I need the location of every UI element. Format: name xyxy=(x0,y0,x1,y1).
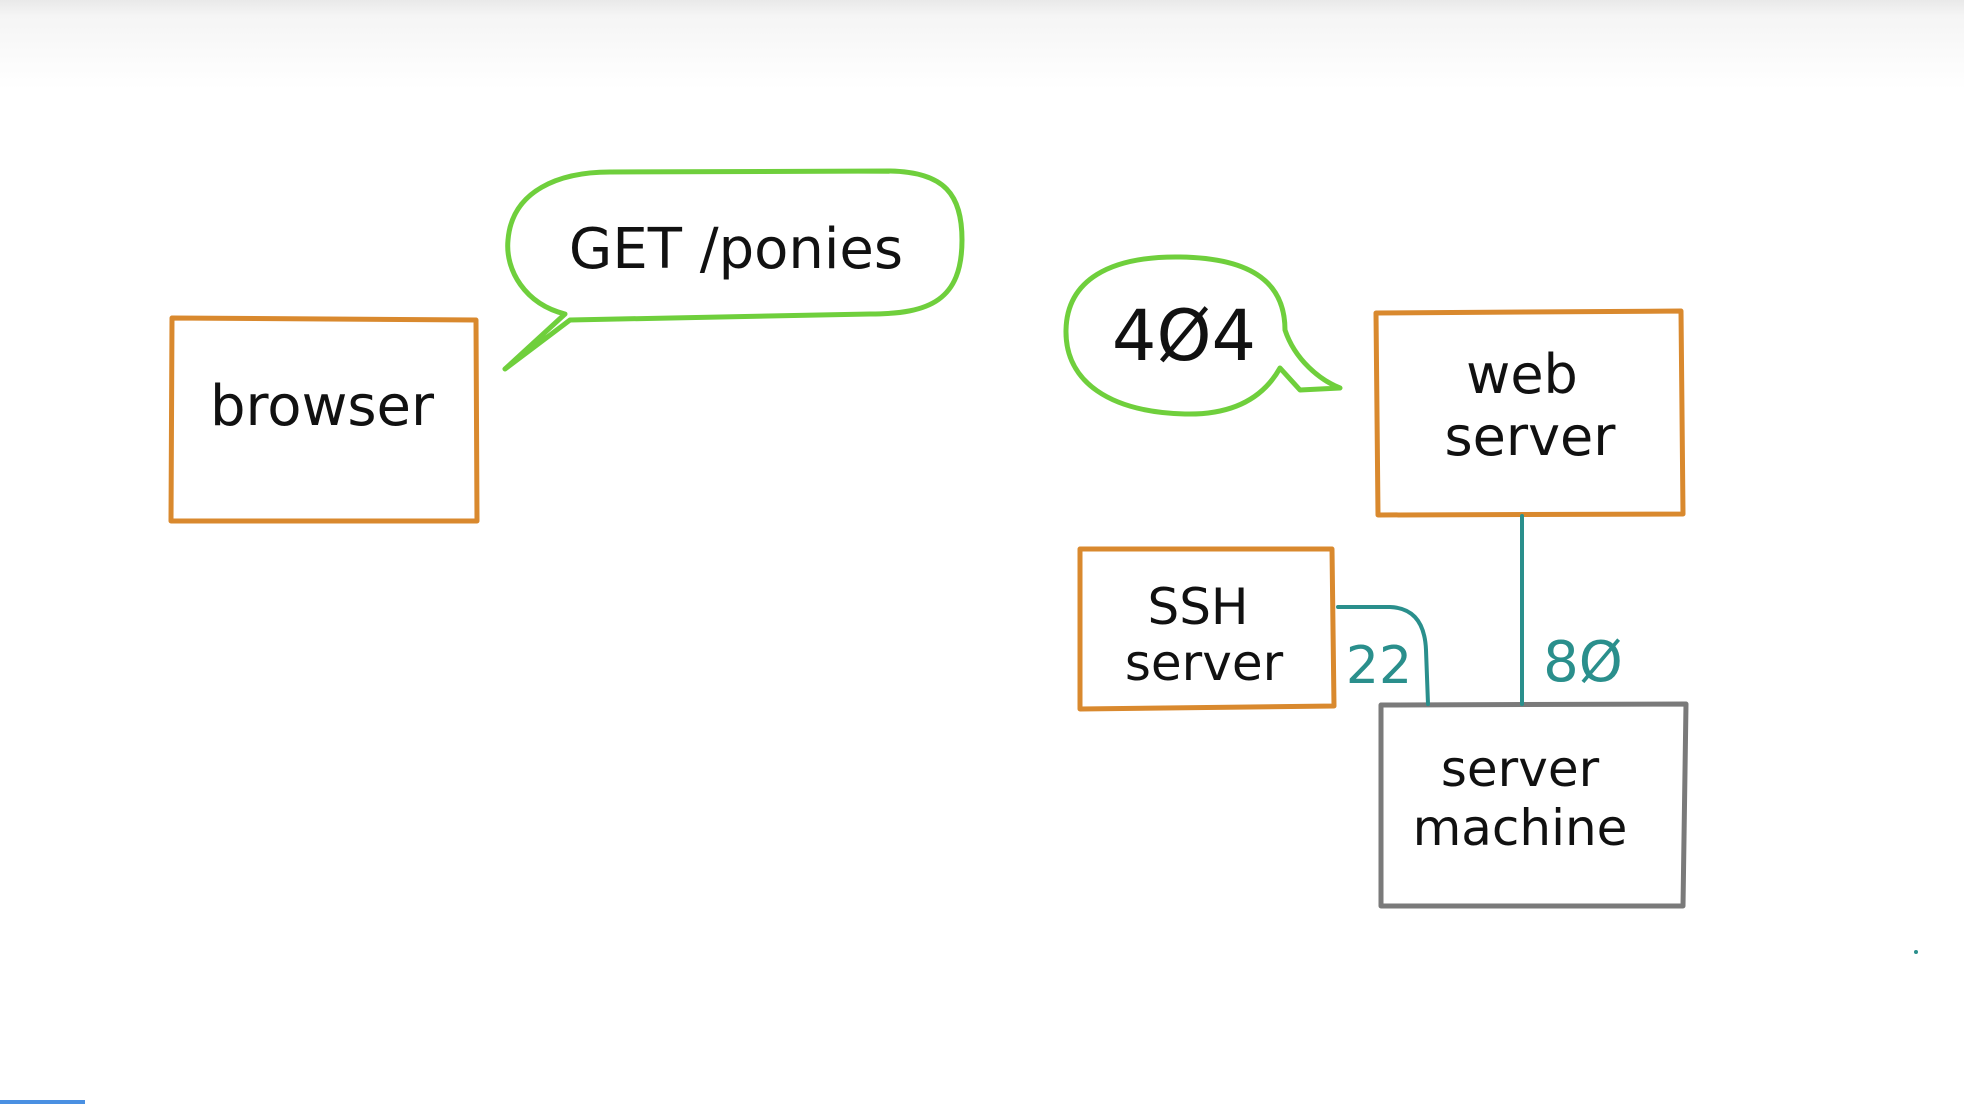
top-shade xyxy=(0,0,1964,90)
response-bubble: 4Ø4 xyxy=(1063,254,1343,417)
ssh-server-label-line2: server xyxy=(1125,634,1284,692)
web-server-box xyxy=(1373,308,1686,518)
browser-label: browser xyxy=(210,374,435,439)
browser-box xyxy=(168,315,480,524)
ssh-server-node: SSH server xyxy=(1077,546,1337,712)
web-server-label-line1: web xyxy=(1466,343,1578,406)
ssh-server-label-line1: SSH xyxy=(1147,578,1248,636)
server-machine-box xyxy=(1378,701,1689,909)
ssh-connector-line xyxy=(1336,605,1430,706)
progress-indicator-bar xyxy=(0,1100,85,1104)
server-machine-label-line1: server xyxy=(1441,740,1600,798)
ssh-port-label: 22 xyxy=(1346,636,1412,696)
web-server-label-line2: server xyxy=(1445,405,1617,468)
ssh-connector: 22 xyxy=(1336,605,1430,706)
browser-node: browser xyxy=(168,315,480,524)
request-bubble-shape xyxy=(502,168,965,372)
server-machine-node: server machine xyxy=(1378,701,1689,909)
request-text: GET /ponies xyxy=(569,217,903,282)
web-server-node: web server xyxy=(1373,308,1686,518)
response-text: 4Ø4 xyxy=(1112,295,1256,377)
stray-dot xyxy=(1914,950,1918,954)
ssh-server-box xyxy=(1077,546,1337,712)
request-bubble: GET /ponies xyxy=(502,168,965,372)
response-bubble-shape xyxy=(1063,254,1343,417)
server-machine-label-line2: machine xyxy=(1413,799,1628,857)
http-port-label: 8Ø xyxy=(1543,630,1623,695)
http-connector: 8Ø xyxy=(1520,514,1623,706)
